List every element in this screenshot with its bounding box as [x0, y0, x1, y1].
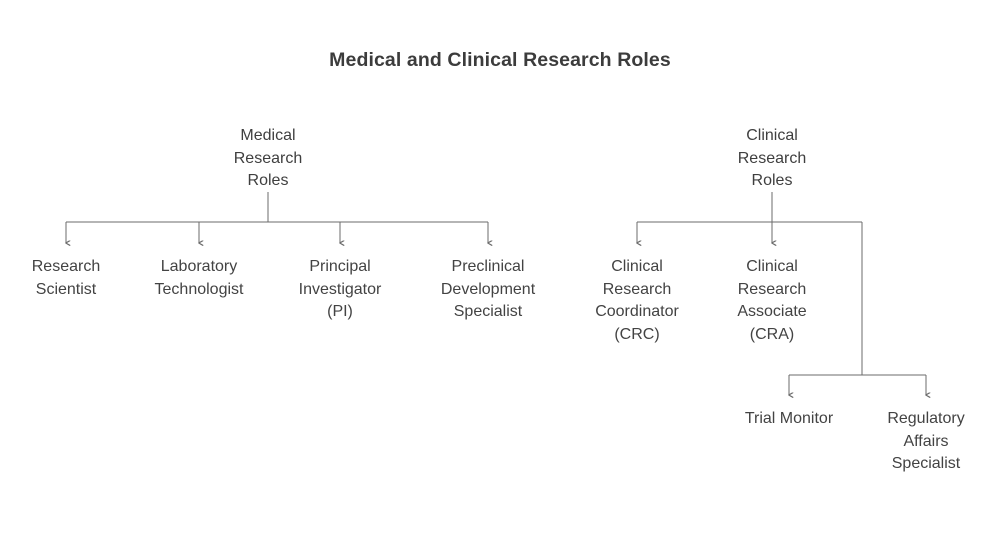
node-clinical-research-associate[interactable]: Clinical Research Associate (CRA): [737, 258, 807, 343]
node-principal-investigator[interactable]: Principal Investigator (PI): [298, 258, 382, 321]
node-trial-monitor[interactable]: Trial Monitor: [744, 410, 834, 427]
node-clinical-research-coordinator[interactable]: Clinical Research Coordinator (CRC): [595, 258, 679, 343]
node-laboratory-technologist[interactable]: Laboratory Technologist: [154, 258, 244, 298]
page-title: Medical and Clinical Research Roles: [329, 49, 671, 71]
node-research-scientist[interactable]: Research Scientist: [31, 258, 101, 298]
node-medical-research-roles[interactable]: Medical Research Roles: [233, 127, 303, 190]
node-clinical-research-roles[interactable]: Clinical Research Roles: [737, 127, 807, 190]
node-preclinical-development-specialist[interactable]: Preclinical Development Specialist: [440, 258, 536, 321]
node-regulatory-affairs-specialist[interactable]: Regulatory Affairs Specialist: [887, 410, 965, 473]
